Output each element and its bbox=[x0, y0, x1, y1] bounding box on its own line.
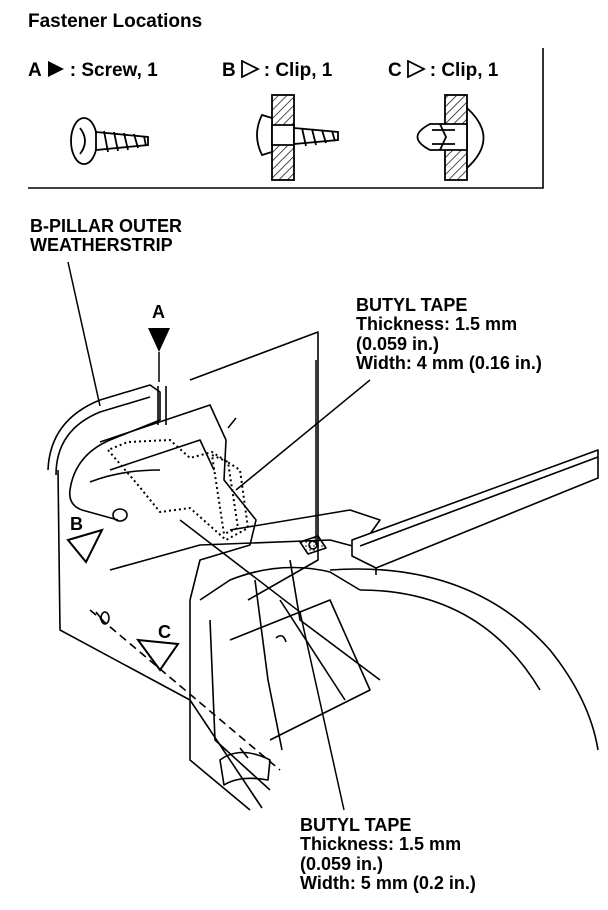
marker-b-arrow bbox=[66, 528, 104, 564]
legend-item-a: A : Screw, 1 bbox=[28, 60, 158, 82]
legend-key: B bbox=[222, 60, 236, 81]
weatherstrip-label: B-PILLAR OUTER WEATHERSTRIP bbox=[30, 216, 182, 256]
legend-item-b: B : Clip, 1 bbox=[222, 60, 332, 82]
solid-triangle-icon bbox=[47, 61, 64, 77]
weatherstrip-label-line2: WEATHERSTRIP bbox=[30, 235, 173, 256]
butyl-tape-thickness-in: (0.059 in.) bbox=[300, 853, 384, 874]
marker-c-label: C bbox=[158, 622, 171, 642]
butyl-tape-thickness-in: (0.059 in.) bbox=[356, 333, 440, 354]
legend-key: A bbox=[28, 60, 42, 81]
marker-a-label: A bbox=[152, 302, 165, 322]
butyl-tape-callout-upper: BUTYL TAPE Thickness: 1.5 mm (0.059 in.)… bbox=[356, 295, 542, 374]
marker-a-arrow bbox=[148, 328, 170, 382]
butyl-tape-title: BUTYL TAPE bbox=[356, 295, 468, 315]
butyl-tape-width: Width: 5 mm (0.2 in.) bbox=[300, 873, 476, 894]
butyl-tape-title: BUTYL TAPE bbox=[300, 815, 412, 835]
clip-b-icon bbox=[256, 94, 339, 181]
outline-triangle-icon bbox=[240, 60, 260, 78]
leader-lines bbox=[67, 261, 371, 811]
legend-text: : Clip, 1 bbox=[263, 60, 333, 81]
body-panel bbox=[47, 331, 599, 811]
clip-c-icon bbox=[416, 94, 485, 181]
butyl-tape-thickness: Thickness: 1.5 mm bbox=[300, 834, 462, 855]
marker-c-arrow bbox=[135, 638, 180, 672]
butyl-tape-width: Width: 4 mm (0.16 in.) bbox=[356, 353, 542, 374]
legend-key: C bbox=[388, 60, 402, 81]
legend-frame bbox=[28, 48, 544, 189]
marker-b-label: B bbox=[70, 514, 83, 534]
butyl-tape-callout-lower: BUTYL TAPE Thickness: 1.5 mm (0.059 in.)… bbox=[300, 815, 476, 894]
page-title: Fastener Locations bbox=[28, 11, 203, 32]
weatherstrip-label-line1: B-PILLAR OUTER bbox=[30, 216, 182, 236]
screw-icon bbox=[70, 117, 149, 165]
outline-triangle-icon bbox=[406, 60, 426, 78]
butyl-tape-thickness: Thickness: 1.5 mm bbox=[356, 314, 518, 335]
legend-text: : Clip, 1 bbox=[429, 60, 499, 81]
legend-text: : Screw, 1 bbox=[69, 60, 158, 81]
legend-item-c: C : Clip, 1 bbox=[388, 60, 498, 82]
